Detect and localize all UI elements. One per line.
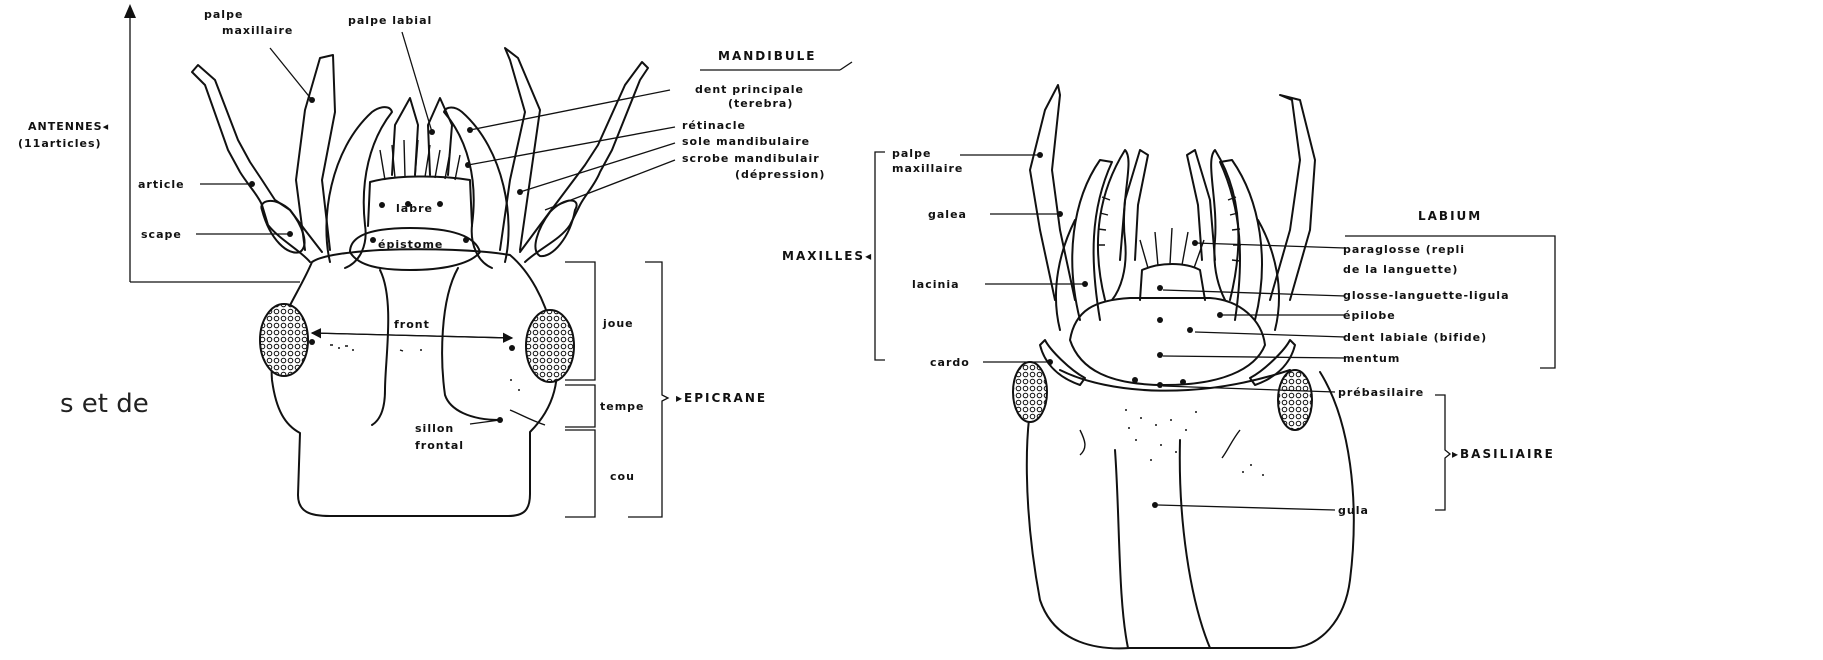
- label-basilaire: ▸BASILIAIRE: [1452, 447, 1555, 461]
- front-dot-right: [509, 345, 515, 351]
- scape-left: [261, 201, 304, 253]
- label-scrobe-1: scrobe mandibulair: [682, 152, 820, 165]
- label-sillon-1: sillon: [415, 422, 454, 435]
- bracket-basilaire: [1435, 395, 1450, 510]
- label-mandibule: MANDIBULE: [718, 49, 816, 63]
- scape-right: [535, 201, 576, 257]
- galea-right: [1220, 160, 1262, 320]
- label-scrobe-2: (dépression): [735, 168, 825, 181]
- ventral-eye-left: [1013, 362, 1047, 422]
- antennes-arrowhead: [124, 4, 136, 18]
- label-labre: labre: [396, 202, 433, 215]
- label-lacinia: lacinia: [912, 278, 960, 291]
- label-maxilles: MAXILLES◂: [782, 249, 873, 263]
- label-dent-labiale: dent labiale (bifide): [1343, 331, 1487, 344]
- leader-glosse: [1163, 290, 1345, 296]
- leader-gula: [1158, 505, 1335, 510]
- label-epilobe: épilobe: [1343, 309, 1396, 322]
- leader-palpe-maxillaire: [270, 48, 312, 100]
- label-maxillaire: maxillaire: [892, 162, 963, 175]
- bracket-maxilles: [875, 152, 885, 360]
- dorsal-head-capsule: [272, 249, 558, 516]
- bristle-hairs: [1097, 197, 1241, 261]
- label-epistome: épistome: [378, 238, 443, 251]
- label-sole-mandibulaire: sole mandibulaire: [682, 135, 810, 148]
- ventral-eye-right: [1278, 370, 1312, 430]
- label-dent-principale-1: dent principale: [695, 83, 804, 96]
- leader-dent-labiale: [1195, 332, 1345, 337]
- label-scape: scape: [141, 228, 182, 241]
- ventral-bristle-left: [1098, 150, 1129, 300]
- prebasilaire-arc: [1060, 370, 1290, 391]
- leader-dent-principale: [470, 90, 670, 130]
- leader-palpe-labial: [402, 32, 432, 132]
- label-sillon-2: frontal: [415, 439, 464, 452]
- ventral-stippling: [1125, 410, 1264, 475]
- bracket-tempe: [565, 385, 595, 427]
- leader-mentum: [1163, 356, 1345, 358]
- surface-speckles: [330, 345, 520, 390]
- ventral-labial-palp-left: [1120, 150, 1148, 260]
- leader-sillon: [470, 420, 500, 424]
- compound-eye-left: [260, 304, 308, 376]
- label-dent-principale-2: (terebra): [728, 97, 793, 110]
- gula-left-suture: [1115, 450, 1128, 648]
- sillon-frontal-line: [510, 410, 545, 425]
- ventral-maxillary-palp-left: [1030, 85, 1075, 300]
- label-paraglosse-2: de la languette): [1343, 263, 1458, 276]
- leader-scrobe: [545, 160, 675, 210]
- label-article: article: [138, 178, 185, 191]
- label-antennes: ANTENNES◂: [28, 120, 109, 133]
- label-gula: gula: [1338, 504, 1369, 517]
- label-galea: galea: [928, 208, 967, 221]
- maxillary-palp-left: [296, 55, 335, 250]
- label-cardo: cardo: [930, 356, 970, 369]
- label-mentum: mentum: [1343, 352, 1400, 365]
- labial-palp-right: [428, 98, 452, 175]
- front-arrow-back: [312, 333, 512, 338]
- label-glosse: glosse-languette-ligula: [1343, 289, 1510, 302]
- compound-eye-right: [526, 310, 574, 382]
- leader-retinacle: [468, 127, 675, 165]
- frontal-suture-left: [372, 270, 388, 425]
- glosse-setae: [1140, 228, 1204, 268]
- label-palpe: palpe: [892, 147, 931, 160]
- leader-sole: [520, 143, 675, 192]
- cut-off-caption-text: s et de: [60, 389, 149, 419]
- maxillary-palp-right: [500, 48, 540, 250]
- label-palpe-maxillaire-1: palpe: [204, 8, 243, 21]
- dorsal-head-figure: palpe maxillaire palpe labial MANDIBULE …: [18, 4, 852, 517]
- label-prebasilaire: prébasilaire: [1338, 386, 1424, 399]
- label-palpe-labial: palpe labial: [348, 14, 432, 27]
- frontal-suture-right: [442, 268, 500, 420]
- label-front: front: [394, 318, 430, 331]
- label-tempe: tempe: [600, 400, 645, 413]
- galea-left: [1072, 160, 1112, 320]
- ventral-head-figure: palpe maxillaire galea MAXILLES◂ lacinia…: [782, 85, 1555, 648]
- gula-right-suture: [1180, 440, 1210, 648]
- front-dot-left: [309, 339, 315, 345]
- bracket-cou: [565, 430, 595, 517]
- label-paraglosse-1: paraglosse (repli: [1343, 243, 1465, 256]
- label-palpe-maxillaire-2: maxillaire: [222, 24, 293, 37]
- label-joue: joue: [602, 317, 634, 330]
- label-epicrane: ▸EPICRANE: [676, 391, 767, 405]
- glosse-shape: [1140, 264, 1205, 300]
- ventral-marks: [1080, 430, 1240, 458]
- label-retinacle: rétinacle: [682, 119, 746, 132]
- label-labium: LABIUM: [1418, 209, 1482, 223]
- label-cou: cou: [610, 470, 635, 483]
- label-antennes-sub: (11articles): [18, 137, 102, 150]
